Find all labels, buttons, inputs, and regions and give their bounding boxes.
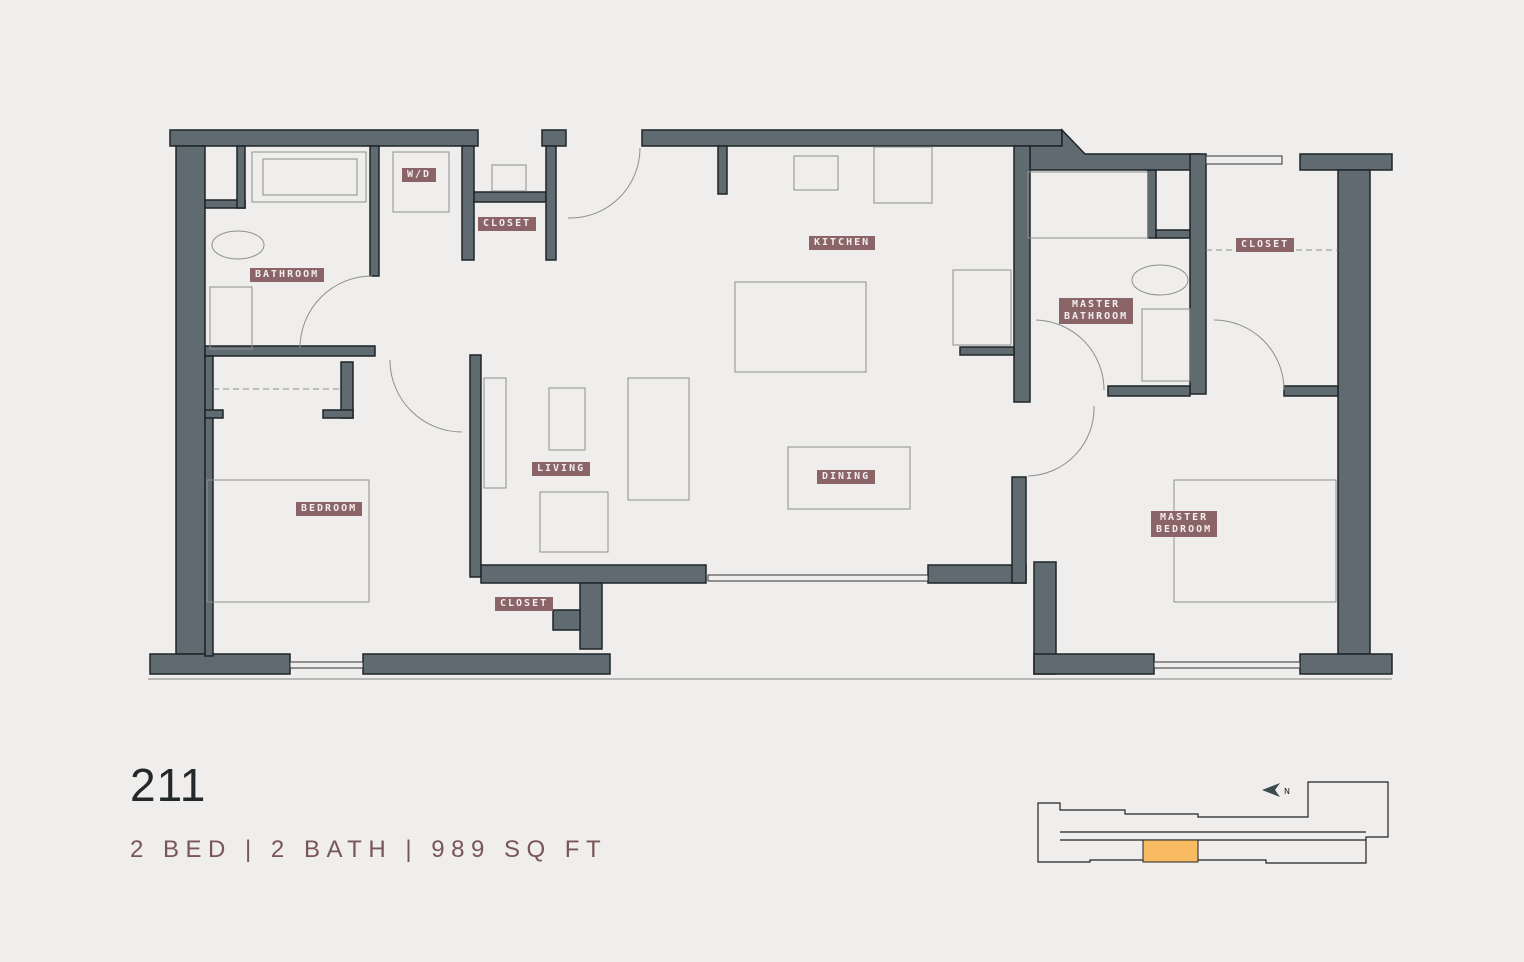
walls [149, 128, 1393, 675]
room-label-line: BATHROOM [1064, 311, 1129, 322]
key-plan: N [1037, 781, 1389, 864]
room-label-living: LIVING [532, 462, 591, 476]
room-label-bedroom: BEDROOM [296, 502, 363, 516]
unit-specs: 2 BED | 2 BATH | 989 SQ FT [130, 836, 608, 863]
north-label: N [1284, 787, 1290, 796]
room-label-dining: DINING [817, 470, 876, 484]
room-label-closet-master: CLOSET [1236, 238, 1295, 252]
room-label-closet-bedroom: CLOSET [495, 597, 554, 611]
unit-highlight [1142, 839, 1199, 863]
room-label-kitchen: KITCHEN [809, 236, 876, 250]
room-label-line: MASTER [1160, 512, 1209, 523]
room-label-closet-hall: CLOSET [478, 217, 537, 231]
room-label-line: MASTER [1072, 299, 1121, 310]
room-label-wd: W/D [402, 168, 437, 182]
unit-number: 211 [130, 759, 207, 811]
floor-plan [148, 128, 1393, 680]
north-arrow-icon [1262, 783, 1280, 797]
room-label-line: BEDROOM [1156, 524, 1213, 535]
room-label-master-bedroom: MASTER BEDROOM [1151, 511, 1218, 537]
room-label-master-bathroom: MASTER BATHROOM [1059, 298, 1134, 324]
room-label-bathroom: BATHROOM [250, 268, 325, 282]
